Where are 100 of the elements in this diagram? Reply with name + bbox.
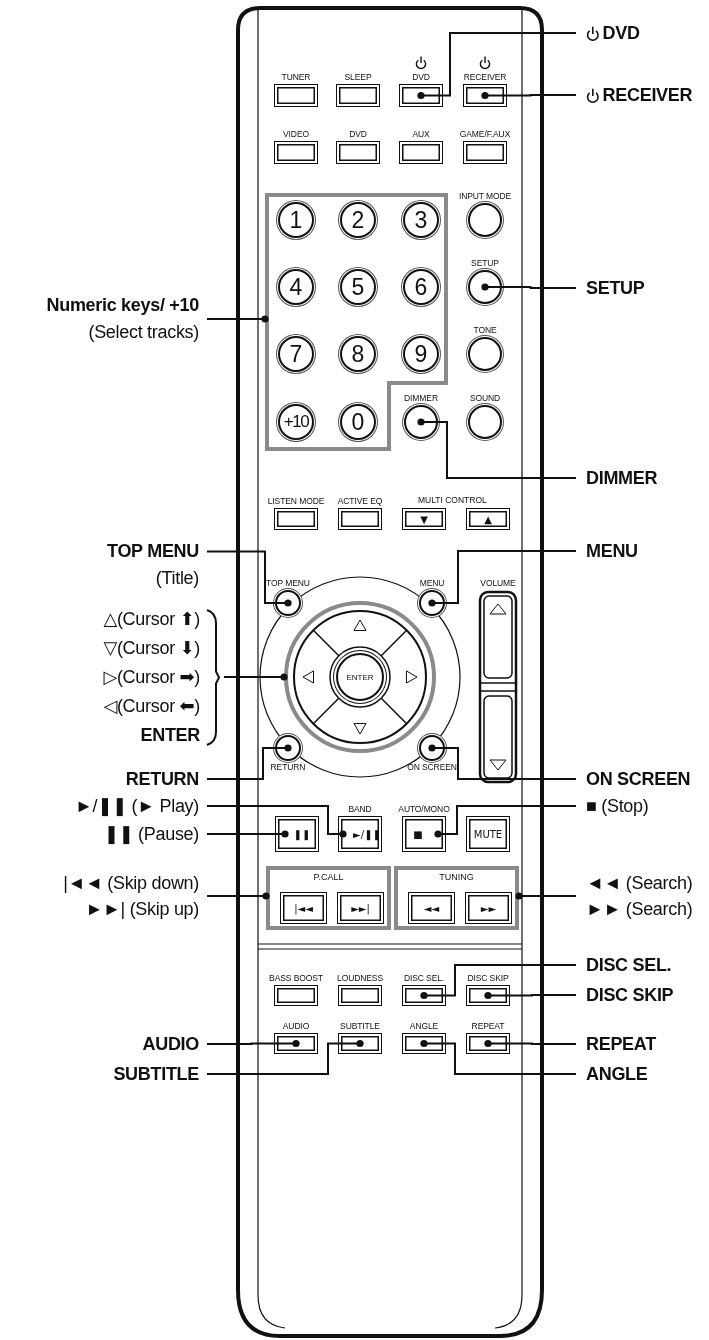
leader-line	[481, 283, 577, 291]
callout-label: DVD	[586, 19, 640, 47]
callout-label: TOP MENU	[107, 540, 199, 563]
group-label: P.CALL	[313, 871, 344, 884]
leader-line	[428, 550, 577, 607]
remote-key: |◄◄	[280, 892, 327, 924]
button-label: VIDEO	[283, 128, 309, 141]
number-key: 8	[340, 336, 376, 372]
callout-label: Numeric keys/ +10	[46, 294, 199, 317]
callout-label: ❚❚ (Pause)	[103, 822, 199, 846]
number-key: +10	[278, 404, 314, 440]
callout-label: ◁(Cursor ⬅)	[103, 694, 200, 718]
leader-line	[434, 805, 577, 838]
callout-label: ENTER	[140, 723, 200, 747]
button-label: GAME/F.AUX	[459, 128, 511, 141]
button-label: AUTO/MONO	[398, 803, 450, 816]
leader-line	[481, 91, 577, 100]
button-label: DVD	[349, 128, 367, 141]
number-key: 7	[278, 336, 314, 372]
remote-key: ►/❚❚	[338, 816, 382, 852]
button-label: AUDIO	[282, 1020, 310, 1033]
button-label: DIMMER	[404, 392, 438, 405]
callout-label: (Title)	[155, 567, 199, 590]
number-key: 3	[403, 202, 439, 238]
button-label: DISC SEL.	[403, 972, 445, 985]
callout-label: SETUP	[586, 276, 645, 300]
leader-line	[206, 315, 269, 323]
callout-label: ►/❚❚ (► Play)	[75, 794, 199, 818]
callout-label: ◄◄ (Search)	[586, 872, 693, 895]
callout-label: SUBTITLE	[113, 1062, 199, 1086]
leader-line	[206, 830, 289, 838]
remote-key: ►►|	[337, 892, 384, 924]
callout-label: ANGLE	[586, 1062, 648, 1086]
button-label: REPEAT	[471, 1020, 505, 1033]
key-group-outline	[266, 866, 391, 930]
button-label: RECEIVER	[463, 71, 507, 84]
button-label: SETUP	[471, 257, 499, 270]
leader-line	[428, 744, 577, 780]
callout-label: DISC SKIP	[586, 983, 674, 1007]
callout-label: △(Cursor ⬆)	[103, 607, 200, 631]
button-label: LISTEN MODE	[267, 495, 325, 508]
button-label: AUX	[412, 128, 430, 141]
callout-label: AUDIO	[142, 1032, 199, 1056]
leader-line	[420, 964, 577, 1000]
callout-label: RETURN	[125, 767, 199, 791]
remote-key: ■	[402, 816, 446, 852]
callout-label: ►►| (Skip up)	[85, 898, 199, 921]
number-key: 2	[340, 202, 376, 238]
leader-line	[206, 744, 292, 780]
number-key: 6	[403, 269, 439, 305]
number-key: 9	[403, 336, 439, 372]
button-label: DVD	[412, 71, 430, 84]
button-label: LOUDNESS	[337, 972, 383, 985]
callout-label: |◄◄ (Skip down)	[63, 872, 199, 895]
button-label: SLEEP	[344, 71, 372, 84]
callout-label: ▷(Cursor ➡)	[103, 665, 200, 689]
leader-line	[420, 1039, 577, 1075]
callout-label: (Select tracks)	[88, 321, 199, 344]
number-key: 1	[278, 202, 314, 238]
enter-key: ENTER	[336, 653, 384, 701]
leader-line	[484, 991, 577, 1000]
button-label: TONE	[473, 324, 497, 337]
callout-label: RECEIVER	[586, 81, 693, 109]
leader-line	[417, 418, 577, 479]
remote-key: ▲	[466, 508, 510, 530]
button-label: ACTIVE EQ	[337, 495, 383, 508]
button-label: ON SCREEN	[407, 761, 457, 774]
button-label: BASS BOOST	[269, 972, 323, 985]
callout-label: REPEAT	[586, 1032, 656, 1056]
button-label: SOUND	[469, 392, 501, 405]
button-label: INPUT MODE	[458, 190, 512, 203]
leader-line	[206, 1039, 364, 1075]
key-group-outline	[394, 866, 519, 930]
leader-line	[206, 805, 347, 838]
button-label: MENU	[419, 577, 445, 590]
number-key: 5	[340, 269, 376, 305]
remote-key: ❚❚	[275, 816, 319, 852]
remote-key: MUTE	[466, 816, 510, 852]
callout-label: DISC SEL.	[586, 953, 672, 977]
leader-line	[223, 673, 288, 681]
button-label: TUNER	[281, 71, 311, 84]
callout-label: DIMMER	[586, 466, 658, 490]
button-label: DISC SKIP	[467, 972, 509, 985]
leader-line	[206, 550, 292, 607]
callout-label: MENU	[586, 539, 638, 563]
callout-label: ▽(Cursor ⬇)	[103, 636, 200, 660]
button-label: SUBTITLE	[340, 1020, 380, 1033]
button-label: BAND	[348, 803, 372, 816]
remote-key: ►►	[465, 892, 512, 924]
remote-key: ▼	[402, 508, 446, 530]
leader-line	[417, 32, 577, 100]
leader-line	[206, 1039, 300, 1048]
button-label: MULTI CONTROL	[418, 495, 487, 505]
callout-label: ON SCREEN	[586, 767, 691, 791]
number-key: 4	[278, 269, 314, 305]
button-label: VOLUME	[480, 577, 516, 590]
callout-label: ■ (Stop)	[586, 794, 649, 818]
callout-label: ►► (Search)	[586, 898, 693, 921]
leader-line	[484, 1039, 577, 1048]
button-label: ANGLE	[409, 1020, 439, 1033]
